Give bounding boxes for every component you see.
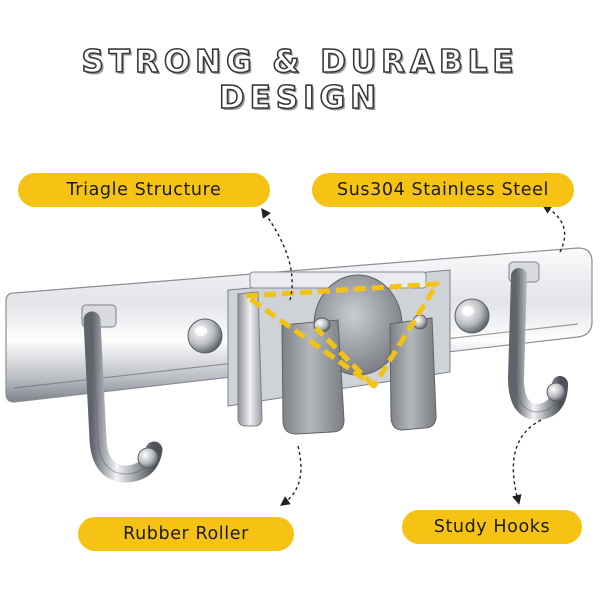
arrow-rubber-roller	[280, 445, 302, 506]
callout-rubber-roller: Rubber Roller	[78, 517, 294, 551]
mop-clamp	[227, 269, 451, 435]
arrow-stainless-steel	[541, 204, 566, 253]
right-rubber-grip	[389, 317, 437, 431]
left-rubber-grip	[281, 319, 345, 435]
arrow-triangle-structure	[261, 208, 293, 301]
headline: STRONG & DURABLE DESIGN	[81, 43, 519, 117]
mounting-screw-left	[187, 318, 223, 354]
left-hook	[81, 304, 163, 483]
arrow-study-hooks	[512, 419, 542, 505]
callout-stainless-steel: Sus304 Stainless Steel	[312, 173, 574, 207]
callout-triangle-structure: Triagle Structure	[18, 173, 270, 207]
triangle-structure-outline	[243, 281, 440, 389]
callout-study-hooks: Study Hooks	[402, 510, 582, 544]
mounting-screw-right	[454, 298, 490, 334]
right-hook	[507, 261, 568, 421]
